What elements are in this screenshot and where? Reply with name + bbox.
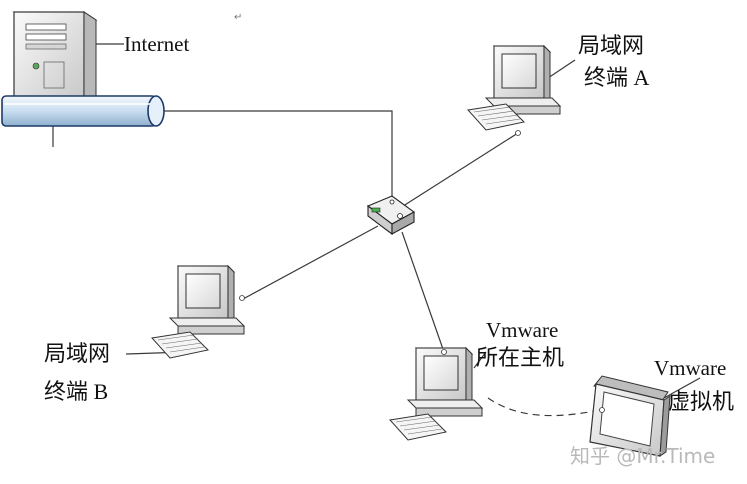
server-label: Internet: [124, 32, 190, 56]
link-switch-terminal-b: [242, 225, 379, 300]
link-switch-terminal-a: [399, 132, 519, 209]
computer-terminal-b-icon: [151, 264, 246, 359]
return-mark: ↵: [234, 12, 243, 23]
link-host-vm-dashed: [487, 397, 601, 417]
watermark: 知乎 @Mr.Time: [570, 444, 716, 468]
vmware-vm-label-line2: 虚拟机: [668, 389, 735, 414]
server-tower-icon: [12, 11, 98, 103]
pointer-vmware-vm: [663, 377, 701, 399]
connection-lines: [52, 43, 701, 417]
terminal-b-label-line1: 局域网: [44, 341, 111, 366]
terminal-b-label-line2: 终端 B: [44, 379, 109, 404]
pointer-vmware-host: [473, 351, 487, 369]
terminal-a-label-line2: 终端 A: [584, 65, 650, 90]
computer-vmware-host-icon: [389, 346, 484, 441]
computer-terminal-a-icon: [467, 44, 562, 136]
link-switch-vmware-host: [401, 231, 445, 353]
vmware-vm-label-line1: Vmware: [654, 356, 727, 380]
network-backbone-pipe: [1, 95, 165, 127]
vmware-host-label-line2: 所在主机: [476, 345, 565, 370]
vmware-virtual-machine-monitor-icon: [589, 375, 671, 457]
network-switch-icon: [366, 195, 416, 236]
terminal-a-label-line1: 局域网: [578, 33, 645, 58]
link-server-switch: [160, 110, 393, 212]
vmware-host-label-line1: Vmware: [486, 318, 559, 342]
